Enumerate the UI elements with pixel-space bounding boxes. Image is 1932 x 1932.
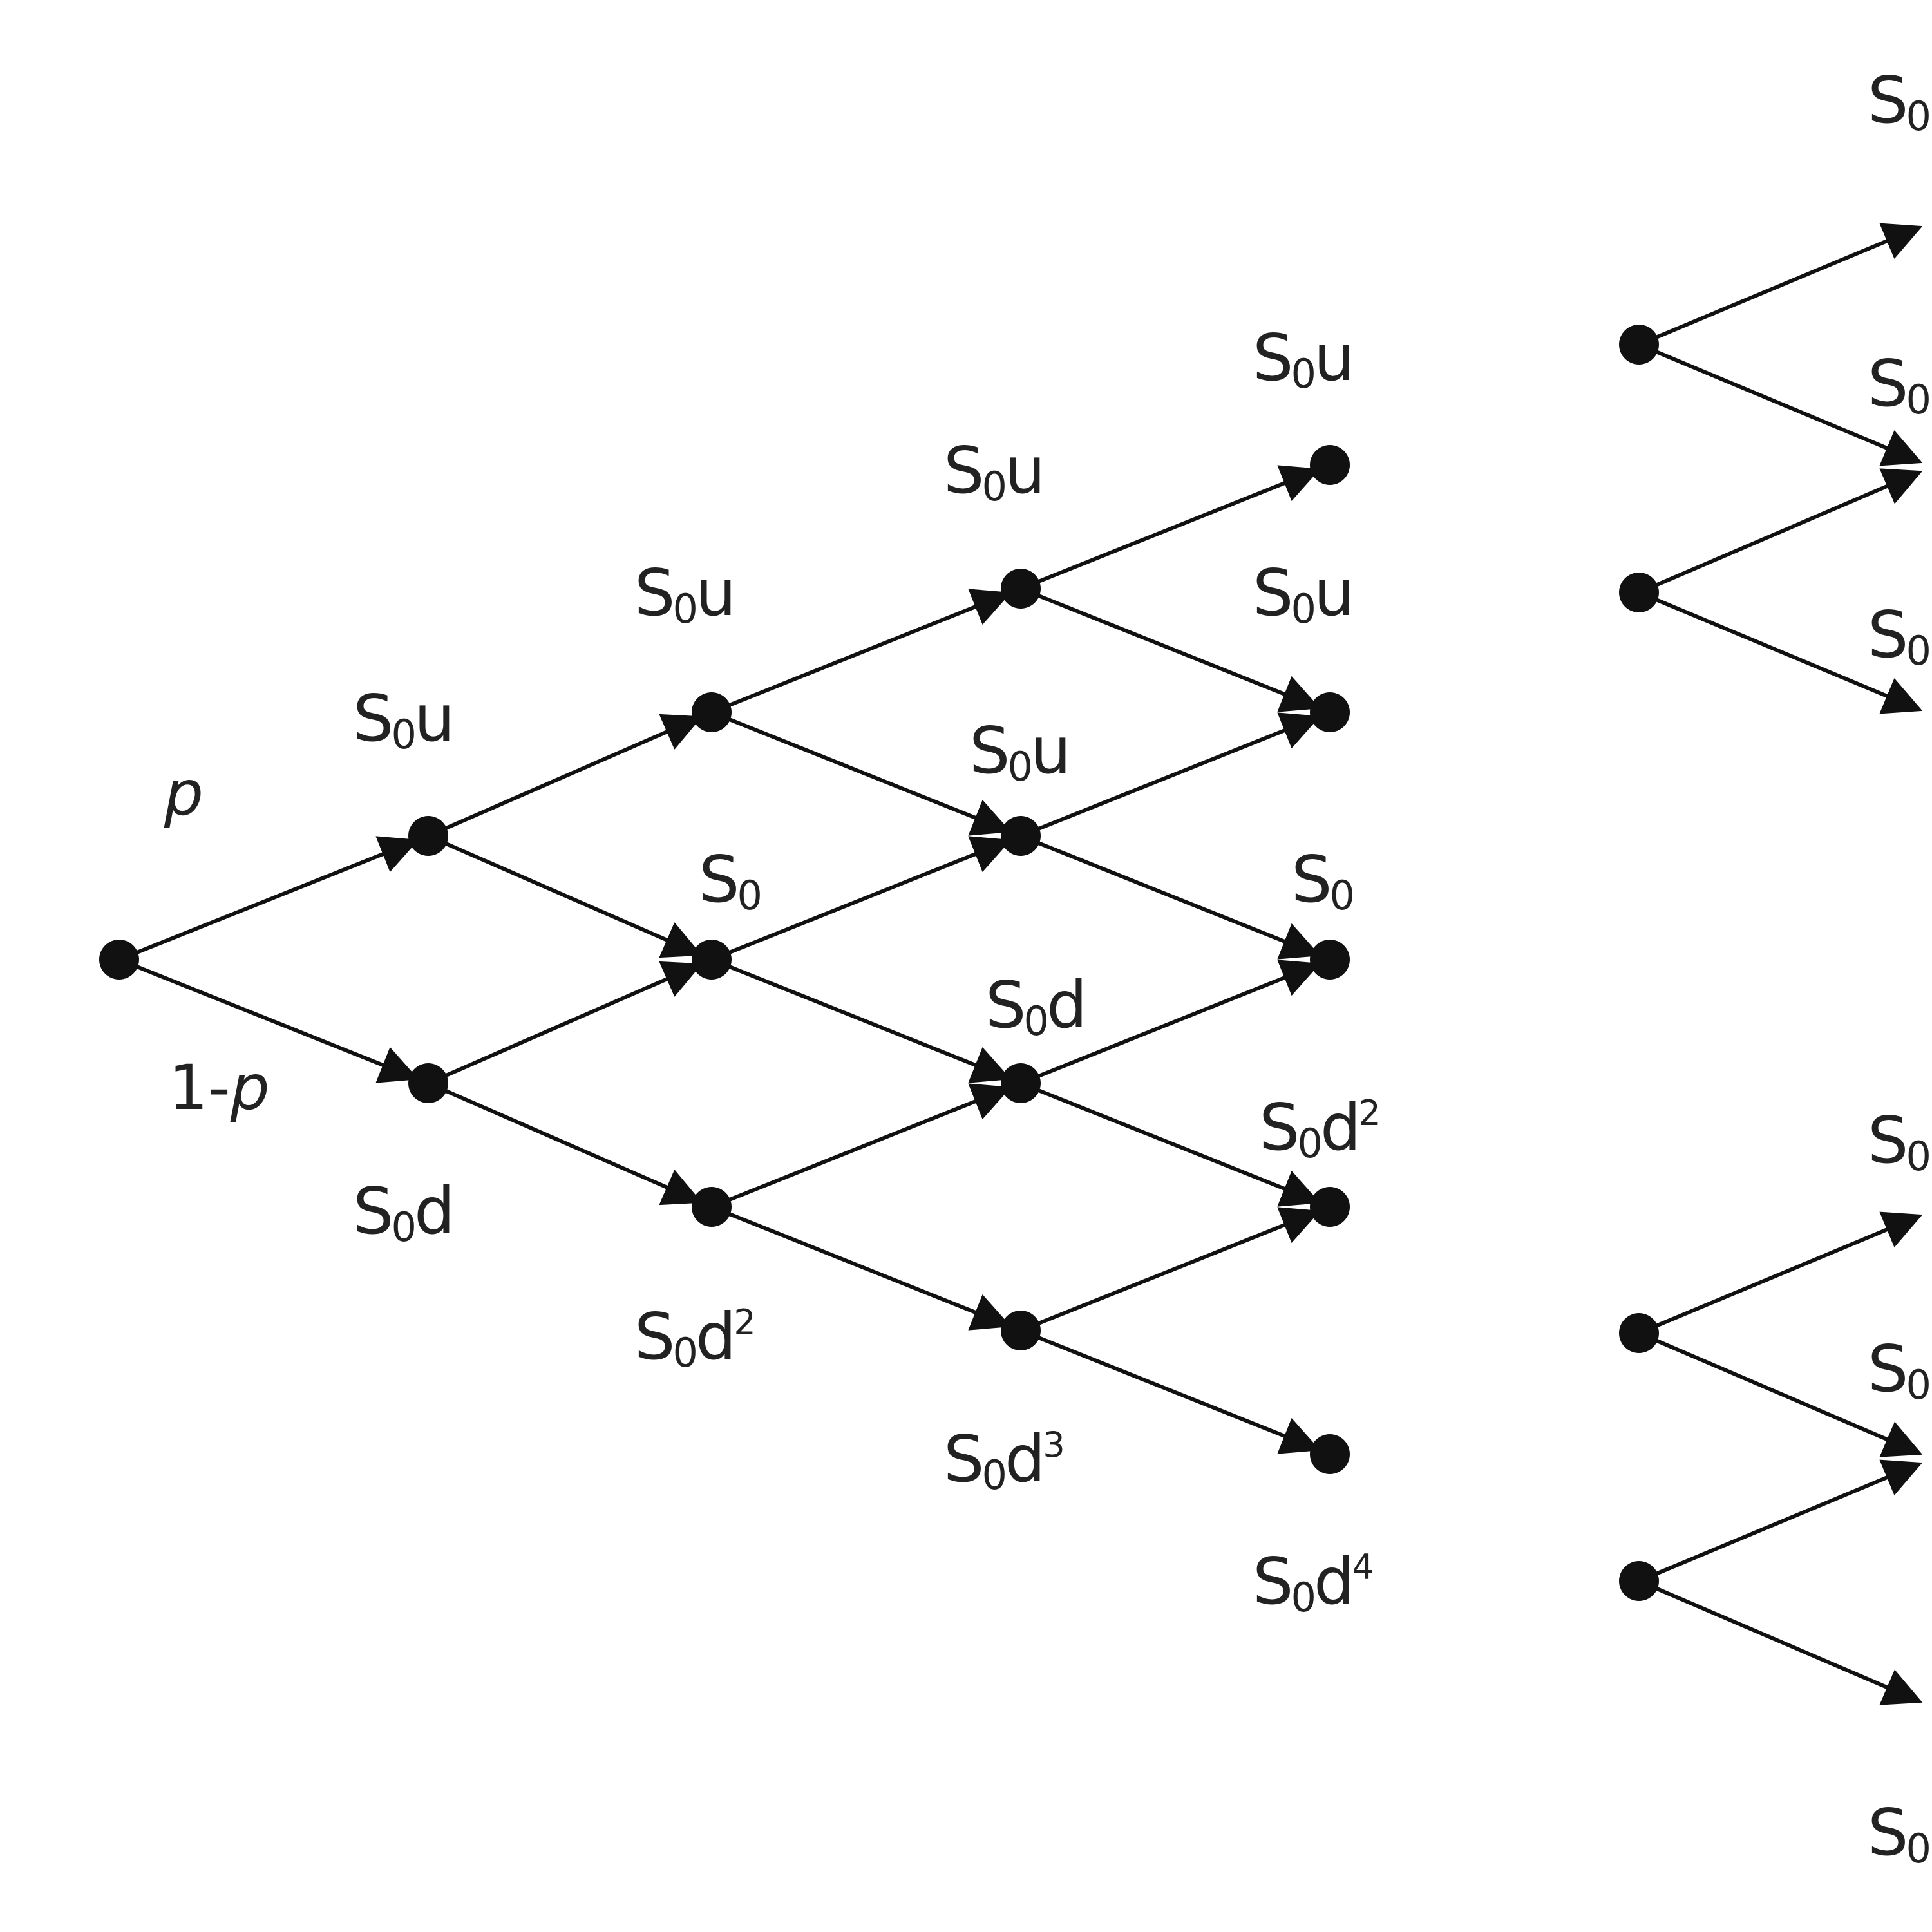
tree-node-t1-j0 — [408, 816, 448, 856]
edge-up-t2-j1 — [728, 836, 1012, 954]
label-s0d4-t4: S0d4 — [1253, 1544, 1372, 1621]
label-s0u-t1: S0u — [353, 681, 452, 758]
tree-node-t2-j2 — [692, 1187, 732, 1227]
right-edge-up-0 — [1656, 223, 1923, 339]
prob-down-var: p — [230, 1052, 270, 1124]
tree-node-t4-j4 — [1310, 1434, 1350, 1474]
right-tree-node-2 — [1619, 1313, 1659, 1353]
edge-down-t3-j3 — [1037, 1336, 1321, 1454]
tree-node-t4-j1 — [1310, 692, 1350, 732]
tree-node-t0-j0 — [99, 940, 139, 980]
tree-node-t1-j1 — [408, 1063, 448, 1103]
edge-down-t3-j0 — [1037, 594, 1321, 712]
label-s0d2-t2: S0d2 — [634, 1299, 753, 1376]
edge-down-t1-j1 — [445, 1089, 703, 1206]
edge-up-t1-j1 — [445, 961, 703, 1077]
right-edge-up-2 — [1656, 1211, 1923, 1328]
edge-down-t0-j0 — [136, 965, 419, 1083]
edge-up-t2-j2 — [728, 1083, 1012, 1202]
prob-down-prefix: 1- — [169, 1052, 231, 1124]
label-s0u-t2-top: S0u — [634, 555, 734, 632]
prob-up-label: p — [164, 757, 204, 829]
right-edge-down-0 — [1656, 350, 1923, 466]
edge-up-t3-j0 — [1037, 465, 1321, 583]
label-s0d2-t4: S0d2 — [1259, 1090, 1378, 1167]
label-s0-t4-mid: S0 — [1291, 842, 1352, 919]
edge-up-t1-j0 — [445, 714, 703, 830]
tree-node-t3-j1 — [1001, 816, 1041, 856]
right-tree-node-3 — [1619, 1561, 1659, 1601]
label-right-1: S0 — [1868, 62, 1929, 140]
edge-up-t3-j1 — [1037, 712, 1321, 831]
tree-edges — [136, 223, 1923, 1705]
label-right-3: S0 — [1868, 597, 1929, 674]
label-s0d-t3-mid: S0d — [985, 967, 1084, 1045]
edge-up-t3-j2 — [1037, 960, 1321, 1078]
right-tree-node-0 — [1619, 325, 1659, 365]
tree-nodes — [99, 325, 1659, 1601]
label-right-4: S0 — [1868, 1103, 1929, 1180]
tree-node-t3-j3 — [1001, 1311, 1041, 1350]
right-edge-up-1 — [1656, 468, 1923, 587]
label-right-5: S0 — [1868, 1331, 1929, 1408]
label-s0d-t1: S0d — [353, 1173, 452, 1251]
tree-node-t2-j0 — [692, 692, 732, 732]
edge-down-t1-j0 — [445, 842, 703, 958]
edge-up-t2-j0 — [728, 589, 1012, 707]
right-edge-down-3 — [1656, 1587, 1923, 1705]
tree-node-t4-j3 — [1310, 1187, 1350, 1227]
prob-down-label: 1-p — [169, 1052, 270, 1124]
edge-down-t3-j1 — [1037, 841, 1321, 960]
edge-up-t0-j0 — [136, 836, 419, 954]
label-s0-t2-mid: S0 — [699, 842, 760, 919]
tree-node-t3-j0 — [1001, 569, 1041, 609]
edge-up-t3-j3 — [1037, 1207, 1321, 1325]
right-edge-down-2 — [1656, 1339, 1923, 1457]
label-s0u-t4-second: S0u — [1253, 555, 1352, 632]
tree-node-t2-j1 — [692, 940, 732, 980]
edge-down-t2-j2 — [728, 1212, 1012, 1331]
label-right-6: S0 — [1868, 1795, 1929, 1872]
tree-node-t4-j0 — [1310, 445, 1350, 485]
edge-down-t2-j1 — [728, 965, 1012, 1083]
label-s0d3-t3: S0d3 — [943, 1421, 1063, 1499]
edge-down-t2-j0 — [728, 717, 1012, 836]
label-s0u-t4-top: S0u — [1253, 320, 1352, 397]
label-s0u-t3-top: S0u — [943, 433, 1043, 510]
tree-node-t3-j2 — [1001, 1063, 1041, 1103]
label-s0u-t3-mid: S0u — [969, 713, 1068, 790]
right-edge-down-1 — [1656, 598, 1923, 714]
label-right-2: S0 — [1868, 346, 1929, 423]
tree-node-t4-j2 — [1310, 940, 1350, 980]
right-edge-up-3 — [1656, 1459, 1923, 1576]
edge-down-t3-j2 — [1037, 1088, 1321, 1207]
right-tree-node-1 — [1619, 573, 1659, 612]
